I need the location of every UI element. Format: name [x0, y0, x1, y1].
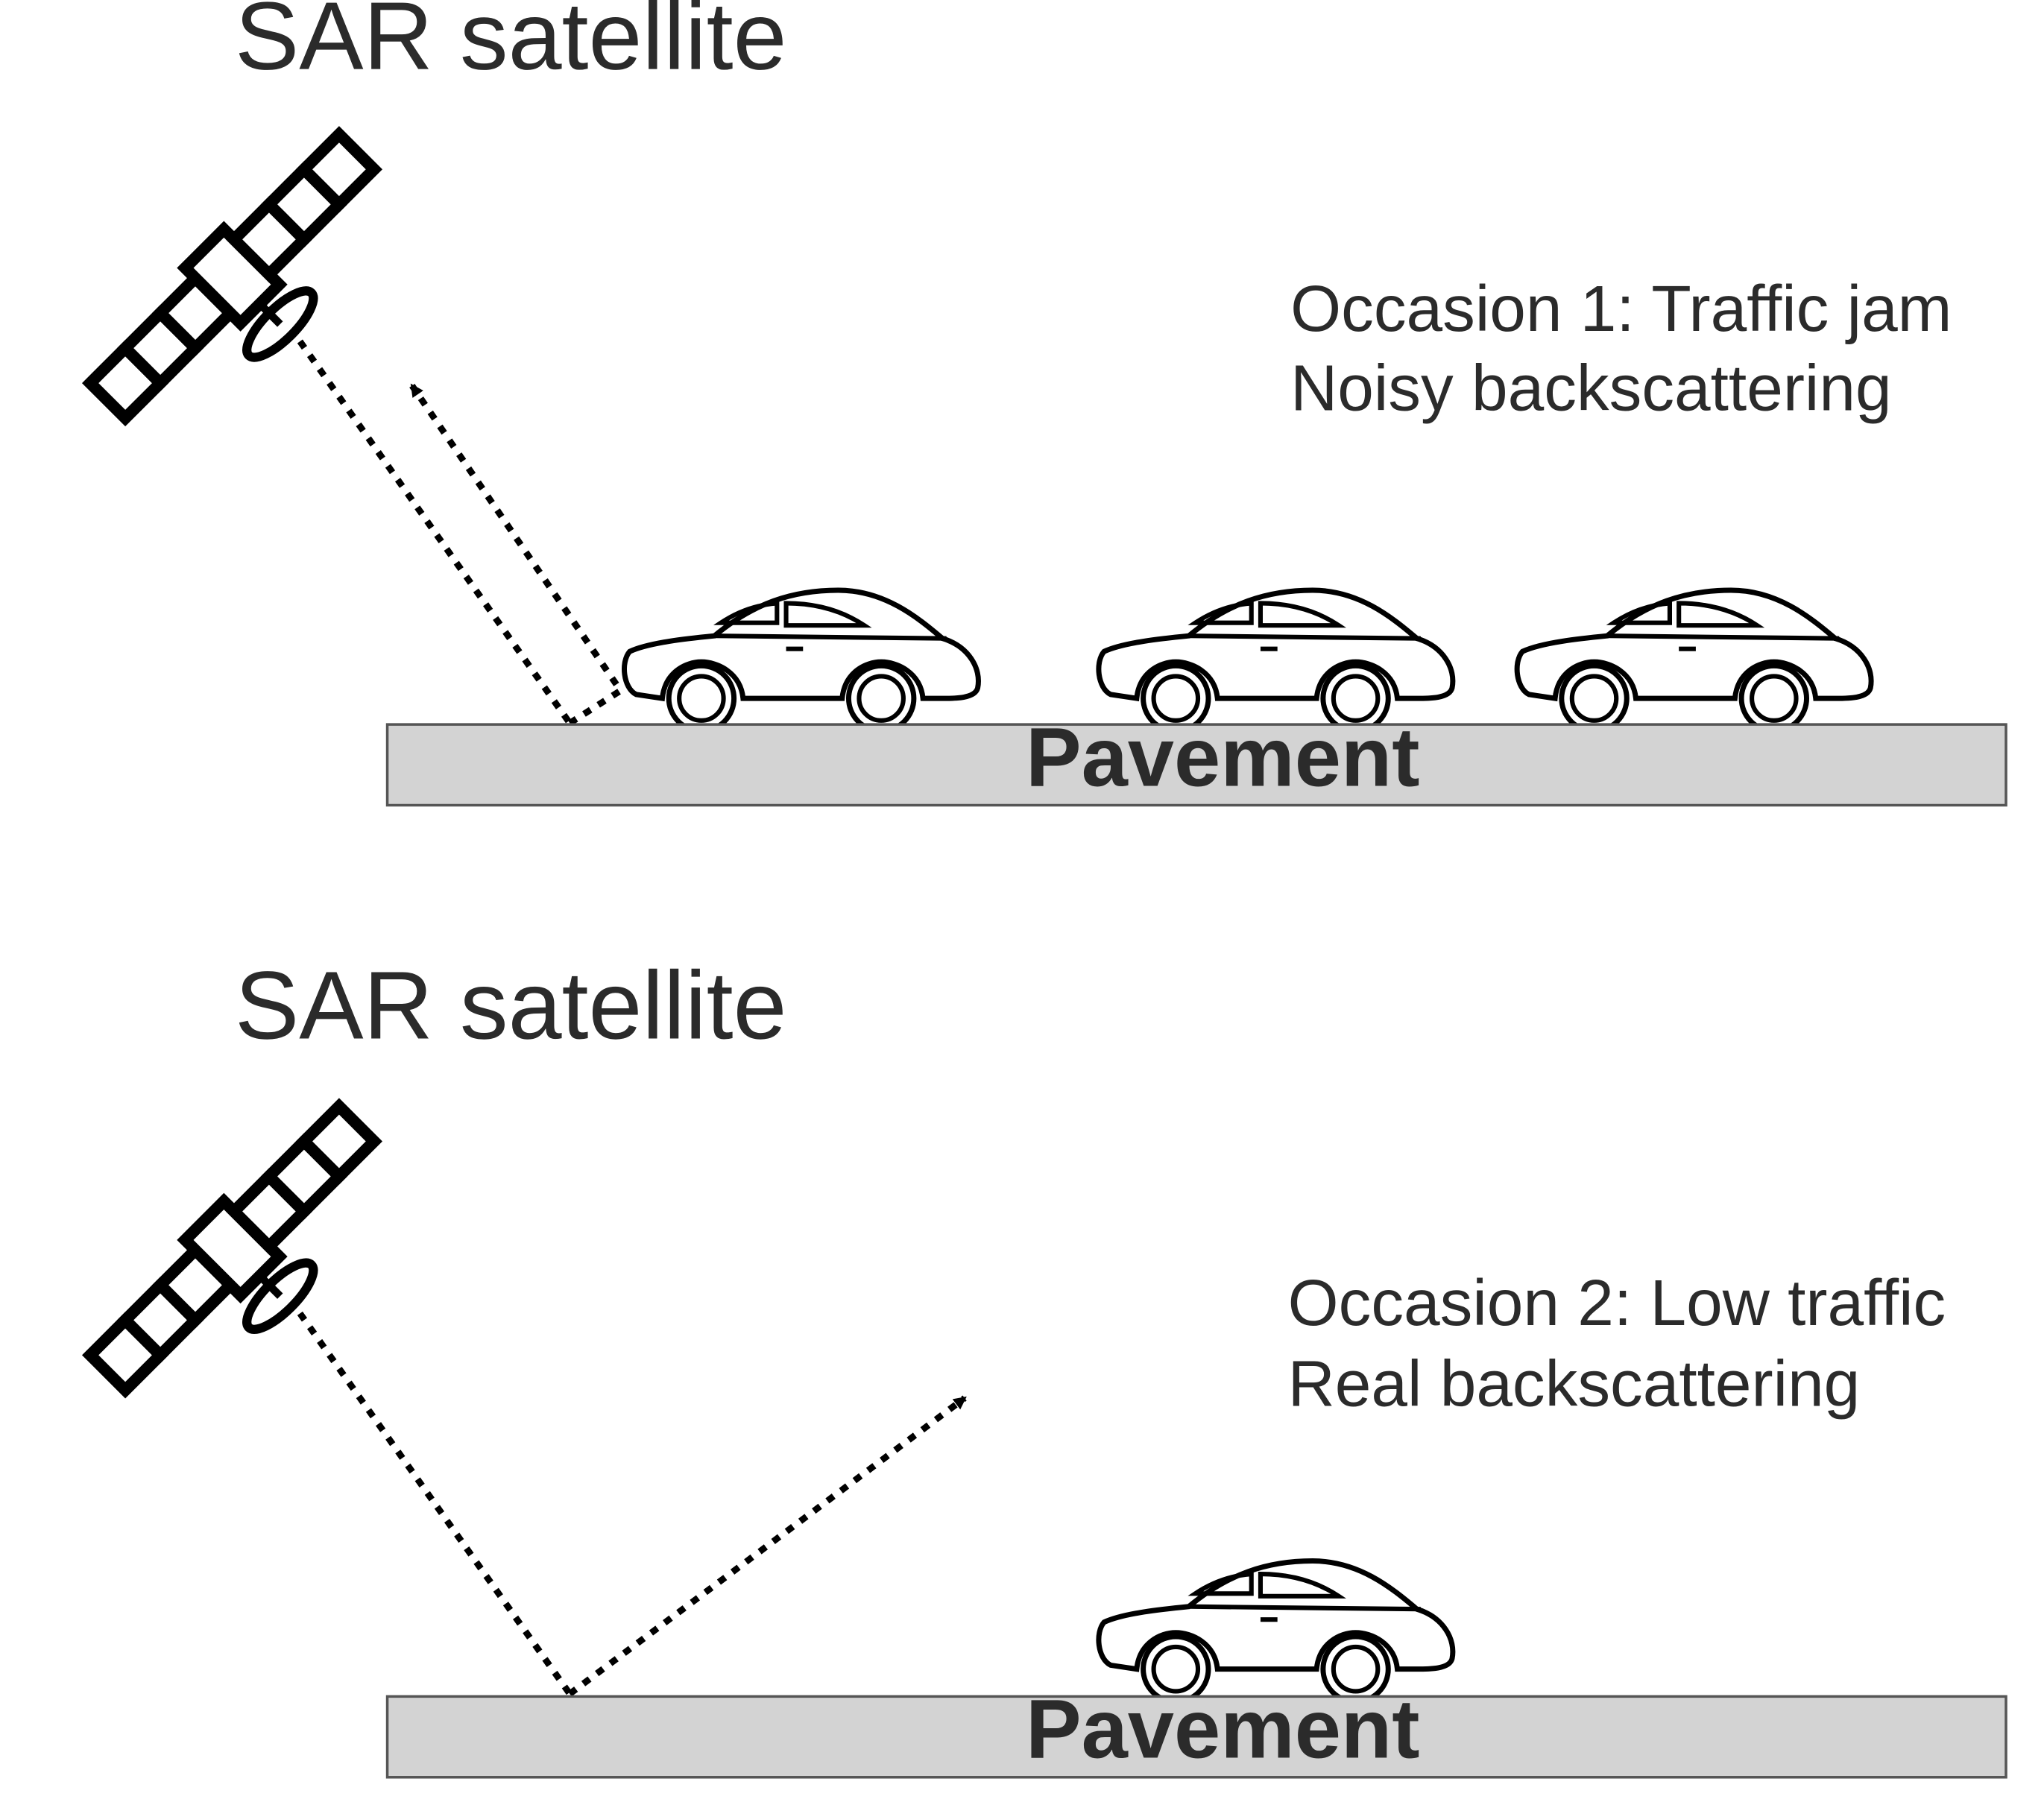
scene-1-occasion-title: Occasion 1: Traffic jam	[1290, 272, 1952, 345]
scene-2-occasion-subtitle: Real backscattering	[1288, 1347, 1861, 1420]
scene-2-satellite-label: SAR satellite	[235, 952, 787, 1059]
scene-2: SAR satellite Pavement Occasion 2: Low t…	[80, 952, 2007, 1779]
car-icon	[1517, 590, 1871, 731]
scene-2-pavement-label: Pavement	[1026, 1683, 1420, 1776]
scene-1-occasion-subtitle: Noisy backscattering	[1290, 352, 1891, 425]
scene-2-reflected-ray	[567, 1395, 967, 1697]
scene-2-cars	[1099, 1561, 1453, 1702]
scene-2-pavement	[385, 1695, 2007, 1779]
scene-1: SAR satellite Pavement Occasion 1: Traff…	[80, 0, 2007, 807]
scene-1-pavement	[385, 723, 2007, 807]
scene-1-scattered-ray	[409, 383, 625, 727]
satellite-icon	[80, 1096, 415, 1432]
satellite-icon	[80, 124, 415, 460]
car-icon	[1099, 1561, 1453, 1702]
scene-2-occasion-title: Occasion 2: Low traffic	[1288, 1266, 1946, 1339]
scene-1-satellite-label: SAR satellite	[235, 0, 787, 90]
scene-2-incident-ray	[297, 1311, 572, 1696]
scene-1-incident-ray	[297, 339, 572, 725]
scene-1-pavement-label: Pavement	[1026, 710, 1420, 803]
car-icon	[624, 590, 978, 731]
